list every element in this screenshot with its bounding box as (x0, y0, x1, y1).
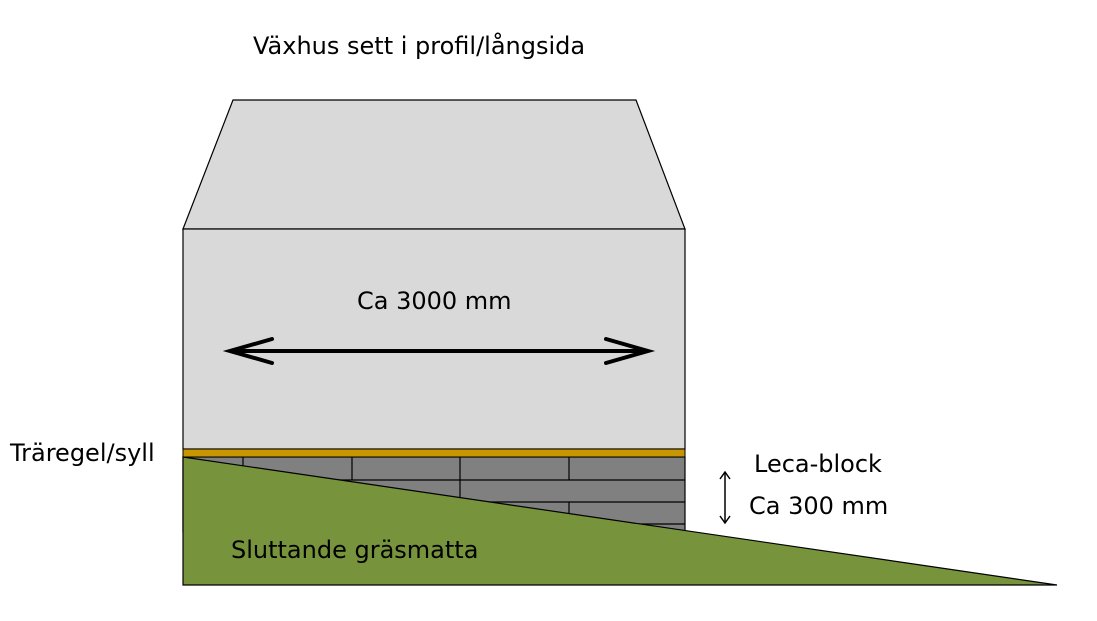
roof (182, 99, 686, 230)
sloping-lawn (182, 456, 1058, 586)
width-arrow (222, 337, 656, 365)
diagram-title: Växhus sett i profil/långsida (253, 32, 586, 60)
sill-label: Träregel/syll (10, 439, 155, 467)
height-arrow (719, 470, 731, 525)
ground-label: Sluttande gräsmatta (231, 536, 479, 564)
sill (182, 448, 686, 458)
block-height-label: Ca 300 mm (749, 492, 889, 520)
width-label: Ca 3000 mm (357, 287, 512, 315)
block-label: Leca-block (754, 450, 882, 478)
